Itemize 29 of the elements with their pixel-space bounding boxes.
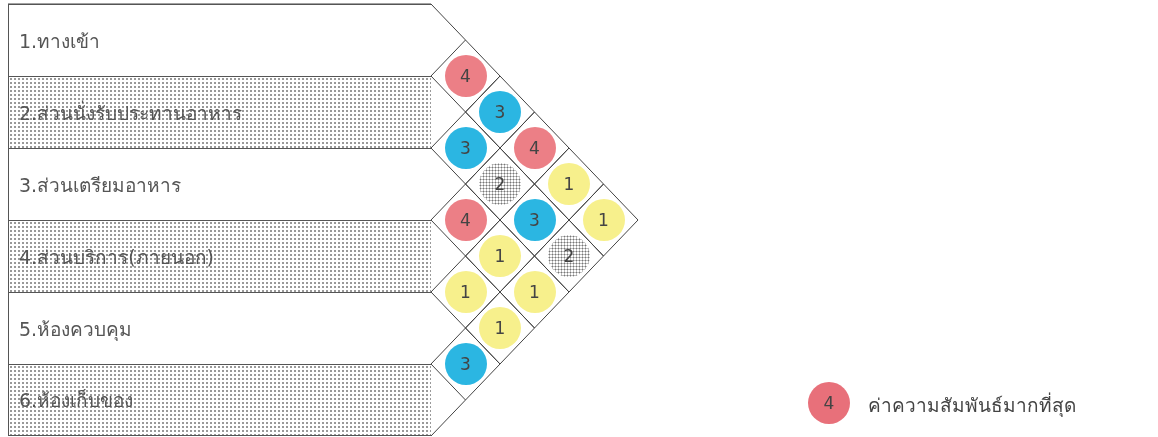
space-name: 6.ห้องเก็บของ xyxy=(19,388,134,413)
score-marker: 3 xyxy=(444,127,487,169)
score-marker: 1 xyxy=(582,199,625,241)
space-name: 3.ส่วนเตรียมอาหาร xyxy=(19,172,182,198)
space-row xyxy=(8,220,431,292)
space-name: 4.ส่วนบริการ(ภายนอก) xyxy=(19,244,214,270)
score-marker: 4 xyxy=(444,55,487,97)
score-marker: 3 xyxy=(513,199,556,241)
space-name: 5.ห้องควบคุม xyxy=(19,316,133,343)
score-marker: 1 xyxy=(479,307,521,349)
space-row xyxy=(8,148,431,220)
space-row xyxy=(8,76,431,148)
space-name: 2.ส่วนนั่งรับประทานอาหาร xyxy=(19,99,243,126)
score-marker: 2 xyxy=(548,235,590,277)
score-marker: 4 xyxy=(513,127,556,169)
score-marker: 1 xyxy=(444,271,487,313)
legend-text: ค่าความสัมพันธ์มากที่สุด xyxy=(868,391,1076,419)
score-marker: 2 xyxy=(479,163,521,205)
space-row xyxy=(8,292,431,364)
legend-swatch: 4 xyxy=(808,382,850,424)
space-row xyxy=(8,364,431,436)
score-marker: 3 xyxy=(444,343,487,385)
score-marker: 4 xyxy=(444,199,487,241)
score-marker: 1 xyxy=(479,235,521,277)
score-marker: 1 xyxy=(513,271,556,313)
space-name: 1.ทางเข้า xyxy=(19,28,101,54)
score-marker: 1 xyxy=(548,163,590,205)
score-marker: 3 xyxy=(479,91,521,133)
space-row xyxy=(8,4,431,76)
